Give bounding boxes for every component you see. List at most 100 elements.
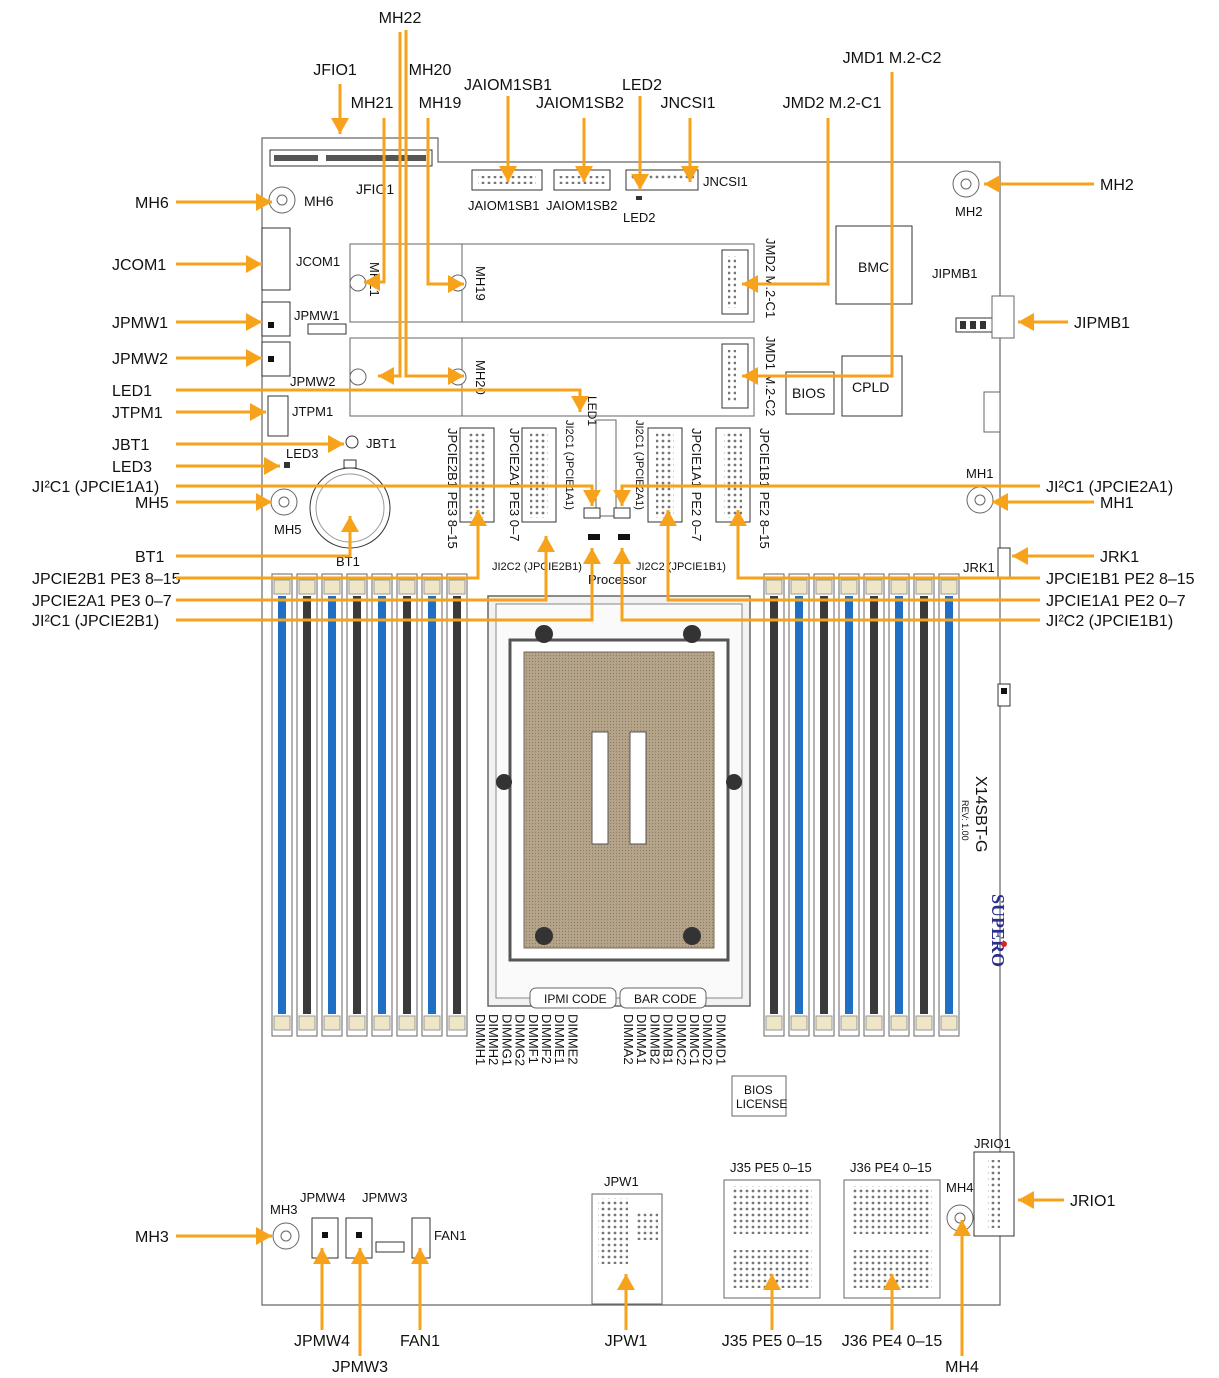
arrow-jpmw1 <box>176 313 262 331</box>
jcom1-header <box>261 227 291 291</box>
mh6-mounting-hole <box>268 186 296 214</box>
arrow-mh6 <box>176 193 272 211</box>
dimm-slot <box>838 573 860 1037</box>
callout-jipmb1: JIPMB1 <box>1074 315 1130 332</box>
arrow-mh19 <box>426 118 464 293</box>
dimm-bank-left <box>271 573 468 1037</box>
arrow-ji2c1_2a1 <box>613 484 1040 506</box>
arrow-mh21 <box>364 118 386 291</box>
arrow-mh22 <box>378 32 402 385</box>
callout-jpcie2a1: JPCIE2A1 PE3 0–7 <box>32 593 172 610</box>
callout-ji2c1_2b1: JI²C1 (JPCIE2B1) <box>32 613 159 630</box>
jpmw2-header <box>261 341 291 377</box>
arrow-jmd1 <box>742 72 894 385</box>
callout-mh4: MH4 <box>945 1359 979 1376</box>
dimm-label: DIMMB1 <box>661 1014 676 1065</box>
dimm-label: DIMMF1 <box>526 1014 541 1064</box>
dimm-label: DIMME1 <box>552 1014 567 1065</box>
bios-license-box <box>731 1075 787 1117</box>
bar-code-label: BAR CODE <box>634 992 697 1006</box>
callout-led2: LED2 <box>622 77 662 94</box>
silk-jrk1: JRK1 <box>963 560 995 575</box>
jfio1-connector <box>269 149 433 167</box>
callout-led1: LED1 <box>112 383 152 400</box>
callout-jcom1: JCOM1 <box>112 257 166 274</box>
arrow-jaiom1sb2 <box>575 118 593 182</box>
dimm-label: DIMMA1 <box>634 1014 649 1065</box>
silk-jtpm1: JTPM1 <box>292 404 333 419</box>
callout-ji2c1_1a1: JI²C1 (JPCIE1A1) <box>32 479 159 496</box>
callout-jaiom1sb1: JAIOM1SB1 <box>464 77 552 94</box>
arrow-jaiom1sb1 <box>499 96 517 182</box>
arrow-jpcie1b1 <box>729 510 1040 580</box>
jrk1-header <box>997 547 1011 579</box>
silk-jpcie2b1: JPCIE2B1 PE3 8–15 <box>445 428 460 549</box>
pcie-slot-jpcie1a1 <box>647 427 683 523</box>
silk-jmd2: JMD2 M.2-C1 <box>763 238 778 318</box>
dimm-label: DIMMC1 <box>687 1014 702 1065</box>
silk-jpmw4: JPMW4 <box>300 1190 346 1205</box>
m2-slot-jmd2 <box>349 243 755 323</box>
callout-mh22: MH22 <box>379 10 422 27</box>
arrow-led1 <box>176 388 589 412</box>
silk-jpw1: JPW1 <box>604 1174 639 1189</box>
jpmw1-header <box>261 301 291 337</box>
dimm-slot <box>813 573 835 1037</box>
dimm-label: DIMME2 <box>565 1014 580 1065</box>
silk-jipmb1: JIPMB1 <box>932 266 978 281</box>
arrow-jpmw4 <box>313 1248 331 1330</box>
callout-mh19: MH19 <box>419 95 462 112</box>
arrow-led2 <box>631 96 649 190</box>
pcie-slot-jpcie2b1 <box>459 427 495 523</box>
callout-jfio1: JFIO1 <box>313 62 357 79</box>
silk-jbt1: JBT1 <box>366 436 396 451</box>
arrow-led3 <box>176 457 280 475</box>
callout-jpmw3: JPMW3 <box>332 1359 388 1376</box>
dimm-slot <box>863 573 885 1037</box>
board-revision: REV: 1.00 <box>960 800 970 841</box>
callout-jbt1: JBT1 <box>112 437 149 454</box>
arrow-jmd2 <box>742 118 830 293</box>
dimm-label: DIMMG1 <box>499 1014 514 1066</box>
arrow-mh2 <box>984 175 1094 193</box>
dimm-slot <box>446 573 468 1037</box>
arrow-jncsi1 <box>681 118 699 182</box>
bar-code-box <box>619 987 707 1009</box>
callout-jmd1: JMD1 M.2-C2 <box>843 50 942 67</box>
arrow-jpcie2b1 <box>176 510 487 580</box>
dimm-label: DIMMG2 <box>513 1014 528 1066</box>
pcie-slot-jpcie2a1 <box>521 427 557 523</box>
callout-jpcie2b1: JPCIE2B1 PE3 8–15 <box>32 571 181 588</box>
callout-j35: J35 PE5 0–15 <box>722 1333 823 1350</box>
silk-mh4: MH4 <box>946 1180 973 1195</box>
silk-j36: J36 PE4 0–15 <box>850 1160 932 1175</box>
brand-logo: SUPERO <box>988 894 1008 967</box>
callout-fan1: FAN1 <box>400 1333 440 1350</box>
silk-jpmw2: JPMW2 <box>290 374 336 389</box>
led2-indicator <box>636 196 642 200</box>
callout-mh5: MH5 <box>135 495 169 512</box>
dimm-label: DIMMA2 <box>621 1014 636 1065</box>
arrow-jpcie2a1 <box>176 536 555 602</box>
callout-mh2: MH2 <box>1100 177 1134 194</box>
callout-mh6: MH6 <box>135 195 169 212</box>
bios-label: BIOS <box>792 385 825 401</box>
callout-jaiom1sb2: JAIOM1SB2 <box>536 95 624 112</box>
arrow-jcom1 <box>176 255 262 273</box>
ipmi-code-label: IPMI CODE <box>544 992 607 1006</box>
dimm-slot <box>938 573 960 1037</box>
dimm-slot <box>346 573 368 1037</box>
dimm-bank-right <box>763 573 960 1037</box>
dimm-slot <box>271 573 293 1037</box>
arrow-jpmw2 <box>176 349 262 367</box>
arrow-j35 <box>763 1274 781 1330</box>
led3-indicator <box>284 462 290 468</box>
pcie-slot-jpcie1b1 <box>715 427 751 523</box>
silk-mh1: MH1 <box>966 466 993 481</box>
arrow-jfio1 <box>331 84 349 134</box>
dimm-label: DIMMH2 <box>486 1014 501 1065</box>
silk-mh6: MH6 <box>304 193 334 209</box>
arrow-jpcie1a1 <box>659 510 1040 602</box>
dimm-label: DIMMC2 <box>674 1014 689 1065</box>
silk-jncsi1: JNCSI1 <box>703 174 748 189</box>
